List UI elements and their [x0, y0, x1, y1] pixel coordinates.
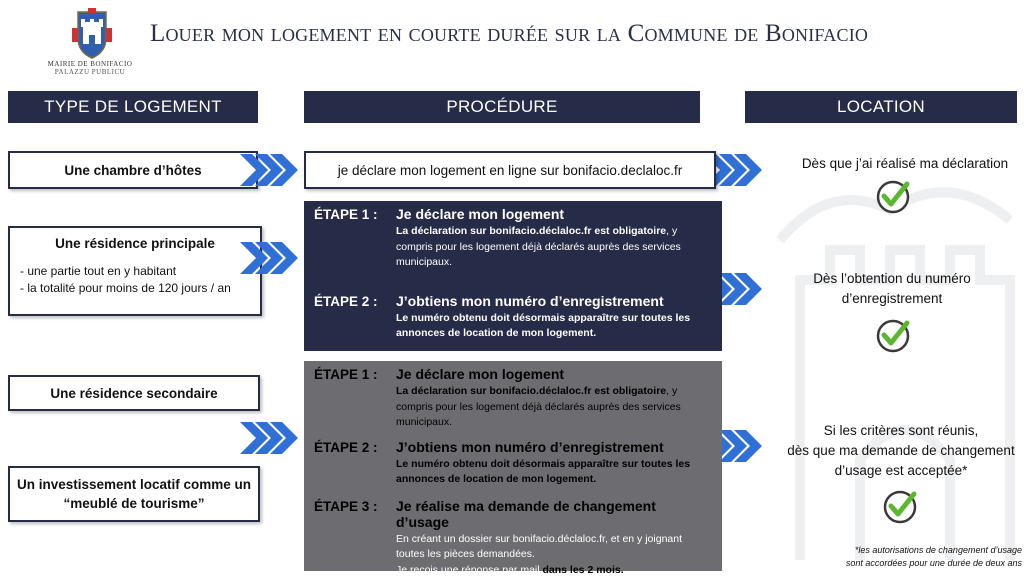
column-header-type: TYPE DE LOGEMENT	[8, 91, 258, 123]
page-title: Louer mon logement en courte durée sur l…	[150, 20, 869, 47]
location-secondaire-line2: dès que ma demande de changement	[787, 443, 1015, 458]
type-principale-title: Une résidence principale	[55, 236, 215, 251]
location-principale-line2: d’enregistrement	[841, 291, 943, 306]
type-invest-line2: “meublé de tourisme”	[63, 496, 205, 511]
step-text-pre: Je reçois une réponse par mail	[396, 563, 543, 576]
location-secondaire-line1: Si les critères sont réunis,	[823, 423, 979, 438]
type-residence-secondaire: Une résidence secondaire	[8, 375, 260, 411]
step-text: En créant un dossier sur bonifacio.décla…	[396, 532, 683, 561]
step-title: J’obtiens mon numéro d’enregistrement	[396, 438, 664, 455]
check-circle-icon	[876, 180, 910, 214]
chevron-arrow-icon	[240, 242, 298, 274]
chevron-arrow-icon	[240, 422, 298, 454]
step-text: La déclaration sur bonifacio.déclaloc.fr…	[396, 224, 712, 271]
step-text-bold: La déclaration sur bonifacio.déclaloc.fr…	[396, 225, 667, 237]
procedure-panel-secondaire: ÉTAPE 1 : Je déclare mon logement La déc…	[304, 361, 722, 576]
column-header-procedure: PROCÉDURE	[304, 91, 700, 123]
list-item: - une partie tout en y habitant	[20, 264, 177, 278]
location-secondaire-line3: d’usage est acceptée*	[834, 463, 968, 478]
step-2: ÉTAPE 2 : J’obtiens mon numéro d’enregis…	[314, 439, 712, 488]
location-principale: Dès l’obtention du numéro d’enregistreme…	[770, 269, 1014, 309]
type-principale-list: - une partie tout en y habitant - la tot…	[10, 263, 260, 297]
column-header-location: LOCATION	[745, 91, 1017, 123]
footnote-line2: sont accordées pour une durée de deux an…	[845, 558, 1022, 568]
chevron-arrow-icon	[704, 154, 762, 186]
step-label: ÉTAPE 2 :	[314, 293, 378, 309]
type-invest-line1: Un investissement locatif comme un	[16, 477, 252, 492]
check-circle-icon	[876, 319, 910, 353]
step-2: ÉTAPE 2 : J’obtiens mon numéro d’enregis…	[314, 293, 712, 342]
footnote-line1: *les autorisations de changement d’usage	[854, 545, 1022, 555]
step-1: ÉTAPE 1 : Je déclare mon logement La déc…	[314, 366, 712, 431]
type-investissement-locatif: Un investissement locatif comme un “meub…	[8, 466, 260, 522]
procedure-chambre-hotes: je déclare mon logement en ligne sur bon…	[304, 151, 716, 189]
mairie-name: MAIRIE DE BONIFACIO	[47, 60, 133, 68]
step-label: ÉTAPE 3 :	[314, 498, 378, 514]
step-title: Je déclare mon logement	[396, 366, 565, 382]
step-text: Le numéro obtenu doit désormais apparaît…	[396, 457, 691, 486]
location-principale-line1: Dès l’obtention du numéro	[813, 271, 971, 286]
step-title: Je déclare mon logement	[396, 206, 565, 222]
type-residence-principale: Une résidence principale - une partie to…	[8, 226, 262, 316]
step-text-response: Je reçois une réponse par mail dans les …	[396, 563, 712, 576]
step-3: ÉTAPE 3 : Je réalise ma demande de chang…	[314, 498, 712, 576]
step-text: La déclaration sur bonifacio.déclaloc.fr…	[396, 384, 712, 431]
list-item: - la totalité pour moins de 120 jours / …	[20, 281, 231, 295]
step-text: Le numéro obtenu doit désormais apparaît…	[396, 311, 691, 340]
chevron-arrow-icon	[240, 154, 298, 186]
step-1: ÉTAPE 1 : Je déclare mon logement La déc…	[314, 206, 712, 271]
step-label: ÉTAPE 1 :	[314, 367, 378, 382]
procedure-panel-principale: ÉTAPE 1 : Je déclare mon logement La déc…	[304, 201, 722, 351]
check-circle-icon	[883, 490, 917, 524]
step-label: ÉTAPE 1 :	[314, 207, 378, 222]
step-text-bold: dans les 2 mois.	[542, 563, 624, 576]
bonifacio-crest-logo	[72, 8, 112, 59]
step-text-rest: , y compris pour les logement déjà décla…	[396, 225, 681, 268]
mairie-subtitle: PALAZZU PUBLICU	[54, 68, 126, 76]
footnote: *les autorisations de changement d’usage…	[800, 544, 1022, 570]
step-label: ÉTAPE 2 :	[314, 439, 378, 455]
step-title: Je réalise ma demande de changement d’us…	[396, 497, 656, 530]
step-text-bold: La déclaration sur bonifacio.déclaloc.fr…	[396, 385, 667, 397]
location-chambre-hotes: Dès que j’ai réalisé ma déclaration	[801, 156, 1009, 171]
location-secondaire: Si les critères sont réunis, dès que ma …	[770, 421, 1024, 481]
step-title: J’obtiens mon numéro d’enregistrement	[396, 292, 664, 309]
step-text-rest: , y compris pour les logement déjà décla…	[396, 385, 681, 428]
type-chambre-hotes: Une chambre d’hôtes	[8, 151, 258, 189]
